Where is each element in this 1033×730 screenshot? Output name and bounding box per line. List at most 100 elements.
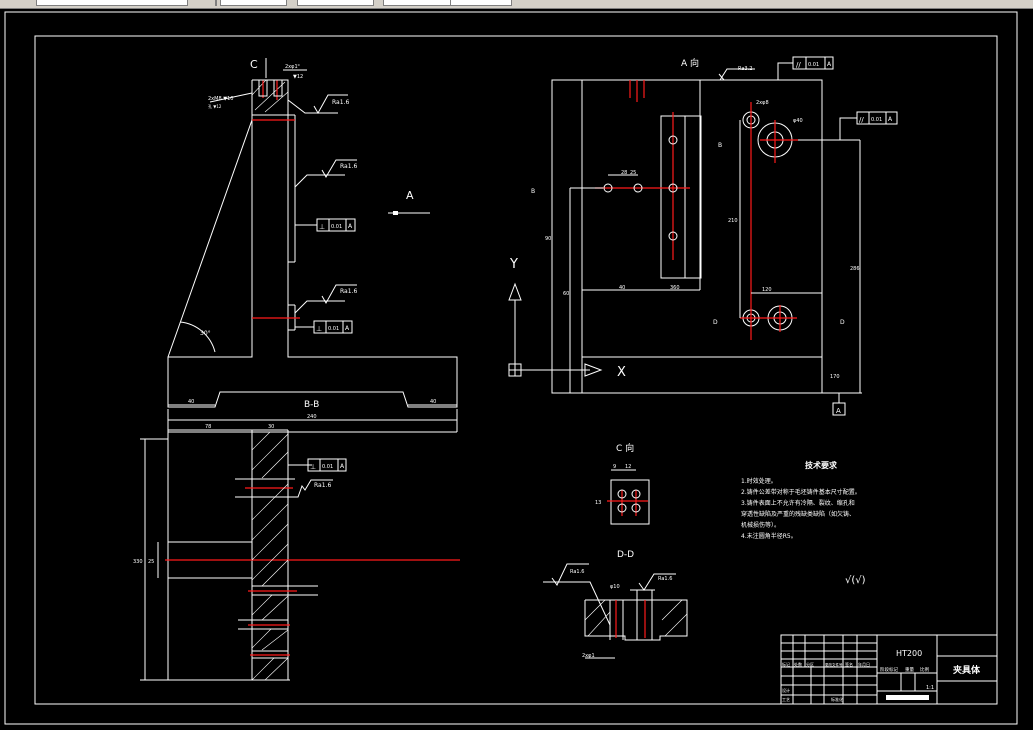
svg-text:标准化: 标准化 (831, 696, 843, 702)
tolerance-frame-a2 (856, 111, 898, 125)
svg-text:C 向: C 向 (616, 442, 634, 454)
svg-text:⊥: ⊥ (310, 463, 316, 471)
roughness-1: Ra1.6 (332, 99, 349, 106)
outer-border (4, 11, 1018, 725)
toolbar-color-field[interactable] (220, 0, 287, 6)
svg-text:A: A (340, 463, 345, 470)
technical-requirements: 技术要求 1.时效处理。 2.铸件公差带对称于毛坯铸件基本尺寸配置。 3.铸件表… (741, 460, 861, 540)
svg-text:φ10: φ10 (610, 584, 620, 590)
svg-text:0.01: 0.01 (808, 62, 819, 68)
svg-text:3.铸件表面上不允许有冷隔、裂纹、缩孔和: 3.铸件表面上不允许有冷隔、裂纹、缩孔和 (741, 499, 855, 507)
svg-text:2xφ1: 2xφ1 (582, 653, 595, 659)
svg-text:2.铸件公差带对称于毛坯铸件基本尺寸配置。: 2.铸件公差带对称于毛坯铸件基本尺寸配置。 (741, 488, 861, 496)
svg-text:φ40: φ40 (793, 118, 803, 124)
svg-text:标记: 标记 (782, 661, 790, 667)
svg-text:0.01: 0.01 (322, 464, 333, 470)
svg-text:286: 286 (850, 266, 860, 272)
cut-label-c: C (250, 58, 258, 71)
datum-a-box (832, 402, 846, 416)
cad-drawing[interactable]: 30° C 2xφ1⁰ ▼12 2xM8 ▼10 孔 ▼12 Ra1.6 Ra1… (0, 9, 1033, 730)
view-d-d: D-D Ra1.6 Ra1.6 φ10 2xφ1 (543, 550, 688, 659)
roughness-2: Ra1.6 (340, 163, 357, 170)
svg-text:年月日: 年月日 (858, 661, 870, 667)
svg-text:120: 120 (762, 287, 772, 293)
svg-text:25: 25 (148, 559, 154, 565)
svg-text:Ra1.6: Ra1.6 (570, 569, 584, 575)
svg-text:240: 240 (307, 414, 317, 420)
svg-text://: // (859, 116, 864, 124)
svg-text:4.未注圆角半径R5。: 4.未注圆角半径R5。 (741, 532, 797, 540)
toolbar-linetype-field[interactable] (297, 0, 374, 6)
svg-text:13: 13 (595, 500, 601, 506)
svg-text:⊥: ⊥ (319, 223, 325, 231)
svg-text:⊥: ⊥ (316, 325, 322, 333)
svg-text:处数: 处数 (794, 661, 802, 667)
svg-text:40: 40 (430, 399, 436, 405)
holes (603, 111, 793, 331)
svg-text:A: A (888, 116, 893, 123)
section-view: 78 30 330 25 ⊥ 0 (133, 409, 460, 681)
svg-text:330: 330 (133, 559, 143, 565)
roughness-3: Ra1.6 (340, 288, 357, 295)
inner-frame (34, 35, 998, 705)
svg-text:30: 30 (268, 424, 274, 430)
svg-text:40: 40 (619, 285, 625, 291)
ucs-icon: Y X (508, 257, 626, 380)
material-label: HT200 (896, 649, 922, 658)
tolerance-frame-1 (316, 218, 356, 232)
section-label-b-b: B-B (304, 400, 319, 410)
svg-text:9: 9 (613, 464, 616, 470)
toolbar-layer-field[interactable] (36, 0, 188, 6)
svg-text:0.01: 0.01 (328, 326, 339, 332)
svg-text:210: 210 (728, 218, 738, 224)
svg-text:40: 40 (188, 399, 194, 405)
toolbar-separator (215, 0, 217, 6)
svg-text:B: B (531, 188, 535, 195)
svg-text:360: 360 (670, 285, 680, 291)
thread-depth: ▼12 (293, 74, 303, 80)
view-a-title: A 向 (681, 57, 699, 69)
svg-text:Ra1.6: Ra1.6 (658, 576, 672, 582)
tolerance-frame-section (307, 458, 347, 472)
hole-depth-left: 孔 ▼12 (208, 103, 222, 109)
svg-text:60: 60 (563, 291, 569, 297)
view-c: C 向 9 12 13 (595, 442, 650, 525)
svg-text:12: 12 (625, 464, 631, 470)
svg-text:Y: Y (509, 257, 518, 272)
drawing-canvas[interactable]: 30° C 2xφ1⁰ ▼12 2xM8 ▼10 孔 ▼12 Ra1.6 Ra1… (0, 9, 1033, 730)
angle-label: 30° (200, 330, 211, 337)
svg-text:设计: 设计 (782, 687, 790, 693)
svg-text:25: 25 (630, 170, 636, 176)
svg-text:78: 78 (205, 424, 211, 430)
part-name: 夹具体 (953, 664, 981, 676)
svg-text:Ra1.6: Ra1.6 (314, 482, 331, 489)
thread-callout: 2xφ1⁰ (285, 64, 300, 70)
svg-text:D: D (713, 319, 718, 326)
tech-req-title: 技术要求 (805, 460, 838, 470)
svg-text:A: A (827, 61, 832, 68)
general-roughness-symbol: √(√) (845, 575, 866, 586)
cad-toolbar (0, 0, 1033, 9)
tolerance-frame-a1 (792, 56, 834, 70)
svg-text:A: A (345, 325, 350, 332)
svg-text:D-D: D-D (617, 550, 634, 560)
svg-text:重量: 重量 (905, 666, 914, 673)
view-b-b: 30° C 2xφ1⁰ ▼12 2xM8 ▼10 孔 ▼12 Ra1.6 Ra1… (167, 58, 458, 421)
thread-callout-left: 2xM8 ▼10 (208, 96, 233, 102)
svg-text:0.01: 0.01 (871, 117, 882, 123)
svg-text:170: 170 (830, 374, 840, 380)
svg-text:阶段标记: 阶段标记 (880, 666, 898, 673)
svg-text:90: 90 (545, 236, 551, 242)
tolerance-frame-2 (313, 320, 353, 334)
view-arrow-label-a: A (406, 189, 414, 202)
svg-text:1.时效处理。: 1.时效处理。 (741, 477, 777, 485)
svg-text:28: 28 (621, 170, 627, 176)
roughness-view-a: Ra3.2 (738, 66, 752, 72)
svg-text:分区: 分区 (806, 661, 814, 667)
svg-text:工艺: 工艺 (782, 697, 790, 702)
svg-text:签名: 签名 (845, 661, 853, 667)
toolbar-plotstyle-field[interactable] (450, 0, 512, 6)
svg-text:1:1: 1:1 (926, 685, 934, 691)
svg-text://: // (796, 61, 801, 69)
svg-text:B: B (718, 142, 722, 149)
